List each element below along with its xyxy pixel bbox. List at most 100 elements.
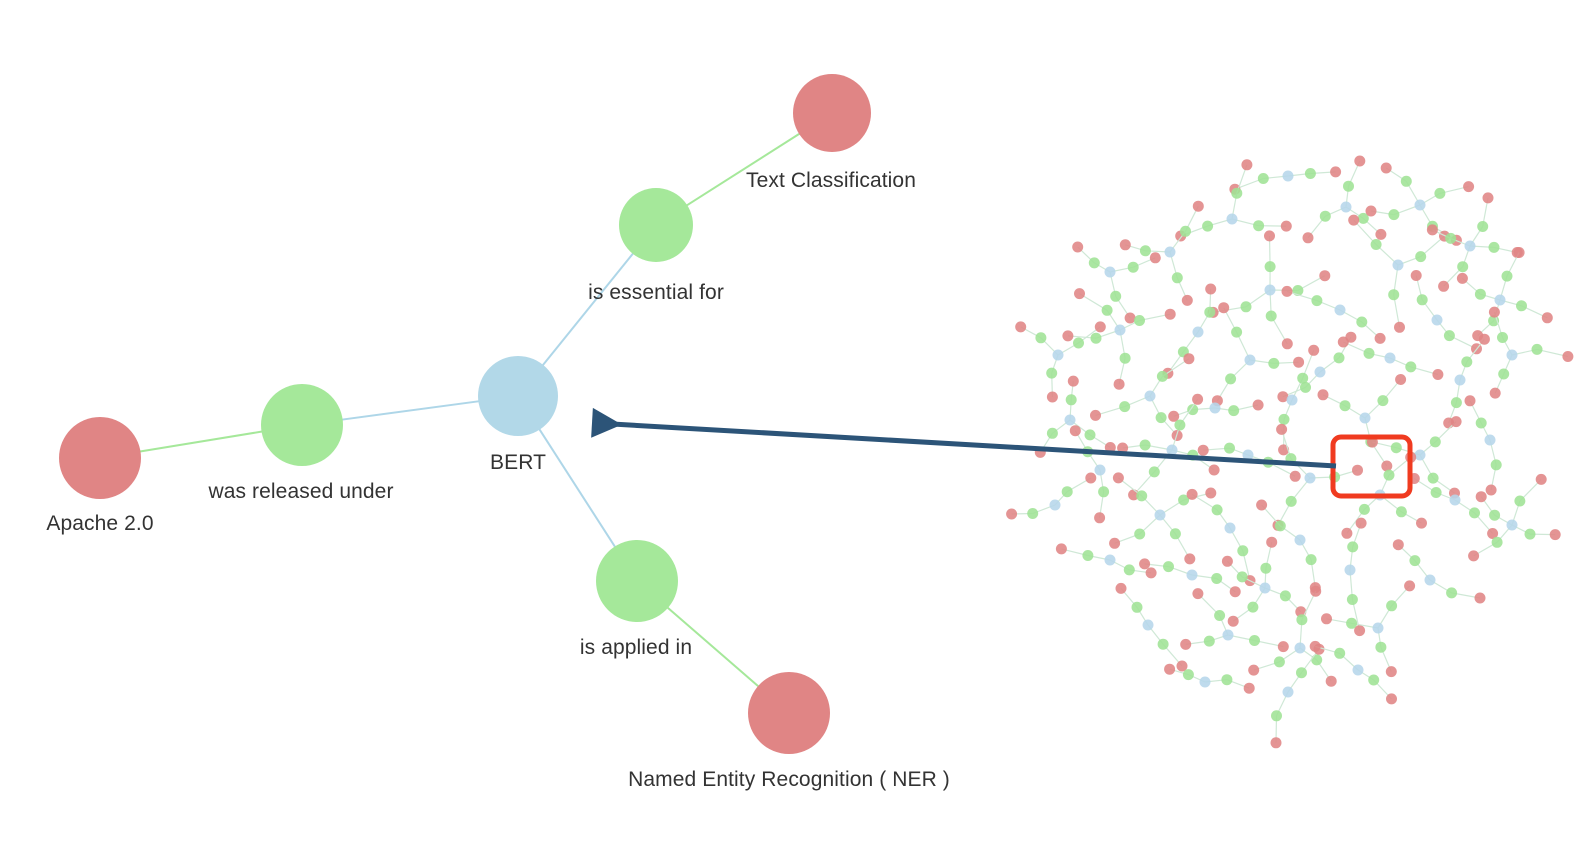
graph-edge-layer: [138, 132, 802, 689]
graph-node-ner[interactable]: [748, 672, 830, 754]
minimap-node: [1094, 464, 1106, 476]
minimap-node: [1224, 522, 1236, 534]
minimap-node: [1131, 601, 1143, 613]
minimap-node: [1416, 294, 1428, 306]
annotation-arrow: [591, 407, 1337, 469]
minimap-node: [1035, 332, 1047, 344]
minimap-node: [1127, 261, 1139, 273]
minimap-node: [1114, 324, 1126, 336]
minimap-node: [1415, 251, 1427, 263]
minimap-node: [1289, 470, 1301, 482]
minimap-node: [1482, 192, 1494, 204]
graph-node-rel-applied[interactable]: [596, 540, 678, 622]
minimap-node: [1488, 241, 1500, 253]
minimap-node: [1377, 395, 1389, 407]
minimap-node: [1405, 361, 1417, 373]
minimap-node: [1174, 419, 1186, 431]
minimap-node: [1346, 594, 1358, 605]
minimap-node: [1461, 356, 1473, 368]
minimap-node: [1104, 554, 1116, 566]
minimap-node: [1498, 368, 1510, 380]
minimap-node: [1562, 351, 1574, 362]
minimap-node: [1119, 401, 1131, 413]
minimap-node: [1278, 413, 1290, 425]
minimap-node: [1139, 558, 1151, 570]
minimap-node: [1363, 347, 1375, 359]
minimap-node: [1310, 585, 1322, 597]
minimap-node: [1252, 399, 1264, 411]
minimap-node: [1469, 507, 1480, 519]
minimap-node: [1227, 615, 1239, 627]
minimap-node: [1474, 288, 1486, 300]
minimap-node: [1383, 469, 1395, 481]
minimap-node: [1226, 213, 1238, 225]
minimap-node: [1357, 212, 1369, 224]
minimap-node: [1319, 210, 1331, 222]
minimap-node: [1506, 349, 1518, 361]
minimap-node: [1242, 449, 1254, 461]
minimap-node: [1449, 494, 1461, 506]
minimap-node: [1072, 241, 1084, 253]
minimap-node: [1231, 326, 1243, 338]
minimap-node: [1176, 660, 1188, 672]
minimap-node: [1265, 310, 1277, 322]
minimap-node: [1253, 220, 1265, 232]
minimap-node: [1104, 266, 1116, 278]
minimap-node: [1244, 354, 1256, 366]
minimap-node: [1464, 240, 1476, 252]
minimap-node: [1454, 374, 1466, 386]
minimap-node: [1497, 332, 1508, 343]
minimap-node: [1443, 330, 1455, 342]
minimap-node: [1248, 664, 1260, 676]
graph-node-textclass[interactable]: [793, 74, 871, 152]
minimap-node: [1186, 488, 1198, 500]
minimap-node: [1339, 400, 1351, 412]
graph-node-bert[interactable]: [478, 356, 558, 436]
minimap-node: [1074, 288, 1085, 300]
graph-node-layer[interactable]: [59, 74, 871, 754]
minimap-node: [1113, 378, 1125, 390]
minimap-node: [1142, 619, 1154, 631]
minimap-node: [1225, 373, 1237, 385]
minimap-node: [1478, 333, 1490, 345]
minimap-node: [1541, 312, 1553, 324]
minimap-node: [1204, 306, 1216, 318]
minimap-node: [1457, 261, 1469, 273]
minimap-node: [1271, 710, 1282, 722]
minimap-node: [1484, 434, 1496, 446]
minimap-node: [1211, 573, 1223, 584]
edge-label-rel-released: was released under: [208, 480, 394, 503]
minimap-node: [1400, 175, 1412, 187]
minimap-node: [1358, 503, 1370, 515]
minimap-node: [1117, 442, 1129, 454]
minimap-node: [1276, 423, 1288, 435]
minimap-node: [1524, 528, 1536, 540]
minimap-node: [1136, 490, 1148, 502]
minimap-node: [1292, 285, 1304, 296]
minimap-node: [1268, 357, 1280, 369]
minimap-node: [1333, 352, 1345, 364]
minimap-node: [1046, 367, 1058, 379]
minimap-node: [1134, 528, 1146, 540]
minimap-node: [1061, 486, 1073, 498]
minimap-node: [1308, 344, 1320, 356]
minimap-node: [1414, 449, 1426, 461]
minimap-node: [1450, 397, 1462, 409]
graph-node-rel-released[interactable]: [261, 384, 343, 466]
minimap-node: [1293, 356, 1305, 368]
graph-node-rel-essential[interactable]: [619, 188, 693, 262]
minimap-node: [1015, 321, 1027, 333]
minimap-node: [1183, 353, 1195, 365]
minimap-node: [1222, 629, 1234, 641]
graph-node-apache[interactable]: [59, 417, 141, 499]
minimap-node: [1062, 330, 1074, 342]
minimap-node: [1506, 519, 1518, 531]
minimap-node: [1334, 304, 1346, 316]
minimap-node: [1464, 395, 1476, 407]
minimap-node: [1281, 338, 1293, 350]
minimap-node: [1155, 412, 1167, 424]
minimap-node: [1064, 414, 1076, 426]
